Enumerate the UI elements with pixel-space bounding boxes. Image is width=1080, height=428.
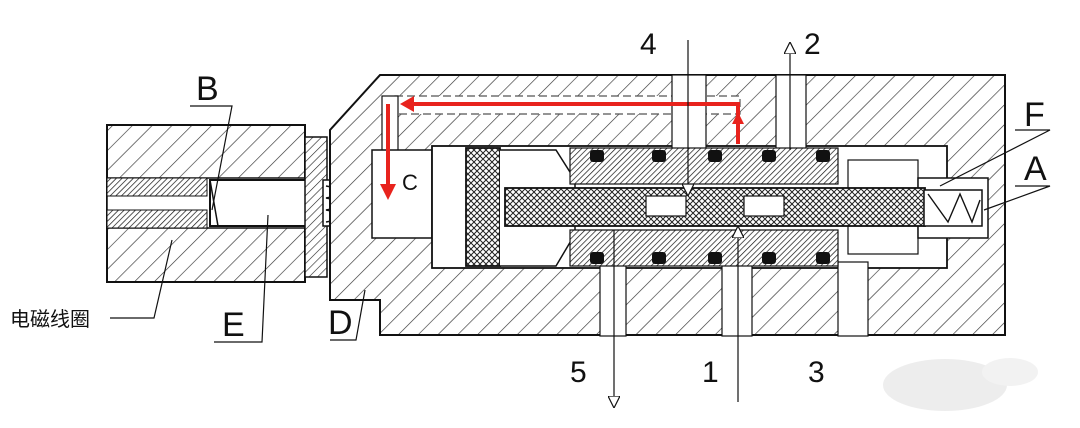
label-port-5: 5	[570, 356, 587, 389]
label-f: F	[1024, 96, 1045, 134]
spool	[504, 147, 983, 267]
label-coil: 电磁线圈	[10, 307, 90, 331]
label-d: D	[328, 304, 353, 342]
plunger-e	[209, 179, 321, 227]
label-a: A	[1024, 150, 1047, 188]
label-port-3: 3	[808, 356, 825, 389]
label-port-1: 1	[702, 356, 719, 389]
watermark-smudge	[883, 358, 1038, 411]
label-e: E	[222, 306, 245, 344]
pilot-flow-arrow	[380, 96, 744, 200]
label-c: C	[402, 170, 418, 195]
leader-lines	[110, 105, 1051, 343]
solenoid-coil	[106, 124, 328, 283]
label-b: B	[196, 70, 219, 108]
port-flow-arrows	[614, 40, 790, 402]
label-port-4: 4	[640, 28, 657, 61]
label-port-2: 2	[804, 28, 821, 61]
